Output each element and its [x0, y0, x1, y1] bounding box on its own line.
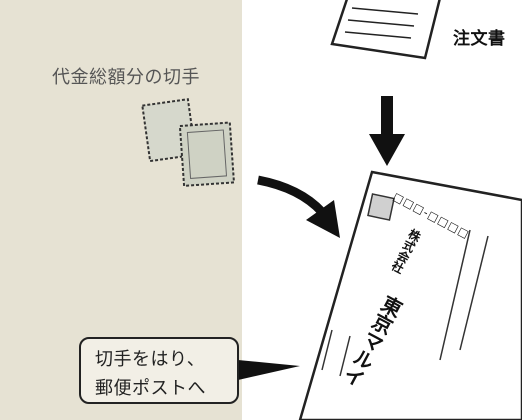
callout-line-2: 郵便ポストへ	[95, 378, 206, 399]
callout-line-1: 切手をはり、	[95, 349, 206, 370]
envelope-icon	[298, 170, 522, 420]
order-form-icon	[330, 0, 441, 60]
down-arrow-icon	[369, 96, 405, 166]
order-form-label: 注文書	[453, 29, 506, 49]
callout-box: 切手をはり、 郵便ポストへ	[79, 337, 239, 404]
curved-arrow-icon	[257, 175, 340, 238]
stamps-icon	[141, 98, 236, 187]
callout-pointer	[238, 360, 300, 380]
stamps-label: 代金総額分の切手	[52, 67, 200, 88]
